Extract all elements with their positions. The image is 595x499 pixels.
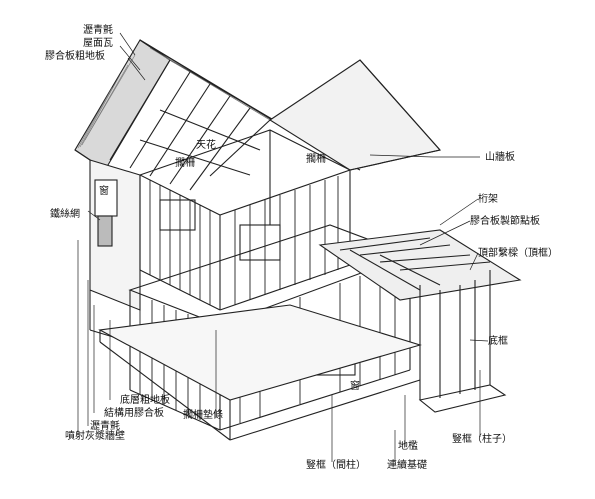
- label-joist-right: 擱柵: [306, 154, 326, 165]
- label-stud-column: 豎框（柱子）: [452, 434, 512, 445]
- label-window-center: 窗: [350, 381, 360, 392]
- left-exterior-wall: [89, 159, 141, 346]
- label-stud-intermediate: 豎框（間柱）: [306, 460, 366, 471]
- second-floor-frame: [138, 129, 352, 311]
- label-plywood-subfloor-roof: 膠合板粗地板: [45, 51, 105, 62]
- label-sprayed-stucco: 噴射灰漿牆壁: [65, 431, 125, 442]
- label-asphalt-felt-wall: 瀝青氈: [90, 421, 120, 432]
- label-top-plate: 頂部繫樑（頂框）: [478, 248, 558, 259]
- label-structural-plywood: 結構用膠合板: [104, 408, 164, 419]
- label-gable-board: 山牆板: [485, 152, 515, 163]
- roof-rafters: [109, 59, 271, 191]
- leader-lines: [77, 32, 489, 462]
- label-asphalt-felt-roof: 瀝青氈: [83, 25, 113, 36]
- label-truss: 桁架: [478, 194, 498, 205]
- label-plywood-gusset: 膠合板製節點板: [470, 216, 540, 227]
- label-subfloor: 底層粗地板: [120, 395, 170, 406]
- label-bottom-plate: 底框: [488, 336, 508, 347]
- gable-board: [268, 59, 442, 171]
- label-continuous-footing: 連續基礎: [387, 460, 427, 471]
- label-roof-tile: 屋面瓦: [83, 38, 113, 49]
- label-window: 窗: [99, 186, 109, 197]
- right-wing: [318, 229, 522, 413]
- foundation: [98, 304, 422, 441]
- label-wire-mesh: 鐵絲網: [50, 209, 80, 220]
- label-sill: 地檻: [398, 441, 418, 452]
- label-ceiling: 天花: [196, 140, 216, 151]
- label-joist-bridging: 擱柵墊條: [183, 410, 223, 421]
- label-joist-left: 擱柵: [175, 158, 195, 169]
- main-roof: [74, 39, 361, 171]
